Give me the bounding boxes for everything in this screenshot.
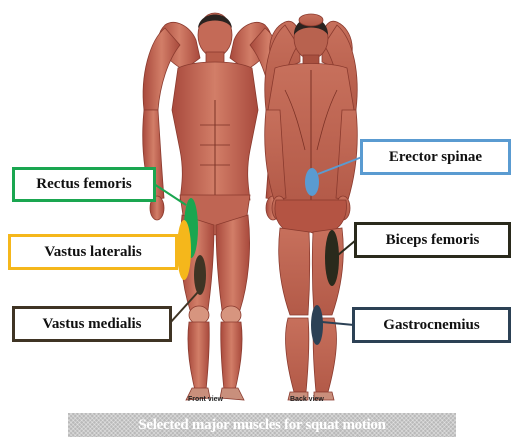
gastrocnemius-highlight (311, 305, 323, 345)
back-figure (265, 14, 358, 400)
front-view-label: Front view (188, 396, 223, 403)
figure-caption: Selected major muscles for squat motion (68, 413, 456, 437)
vastus-lateralis-label: Vastus lateralis (8, 234, 178, 270)
gastrocnemius-label: Gastrocnemius (352, 307, 511, 343)
biceps-femoris-label: Biceps femoris (354, 222, 511, 258)
rectus-femoris-label: Rectus femoris (12, 167, 156, 202)
vastus-medialis-highlight (194, 255, 206, 295)
back-view-label: Back view (290, 396, 324, 403)
vastus-lateralis-highlight (177, 220, 191, 280)
vastus-medialis-label: Vastus medialis (12, 306, 172, 342)
erector-spinae-label: Erector spinae (360, 139, 511, 175)
biceps-femoris-highlight (325, 230, 339, 286)
erector-spinae-highlight (305, 168, 319, 196)
